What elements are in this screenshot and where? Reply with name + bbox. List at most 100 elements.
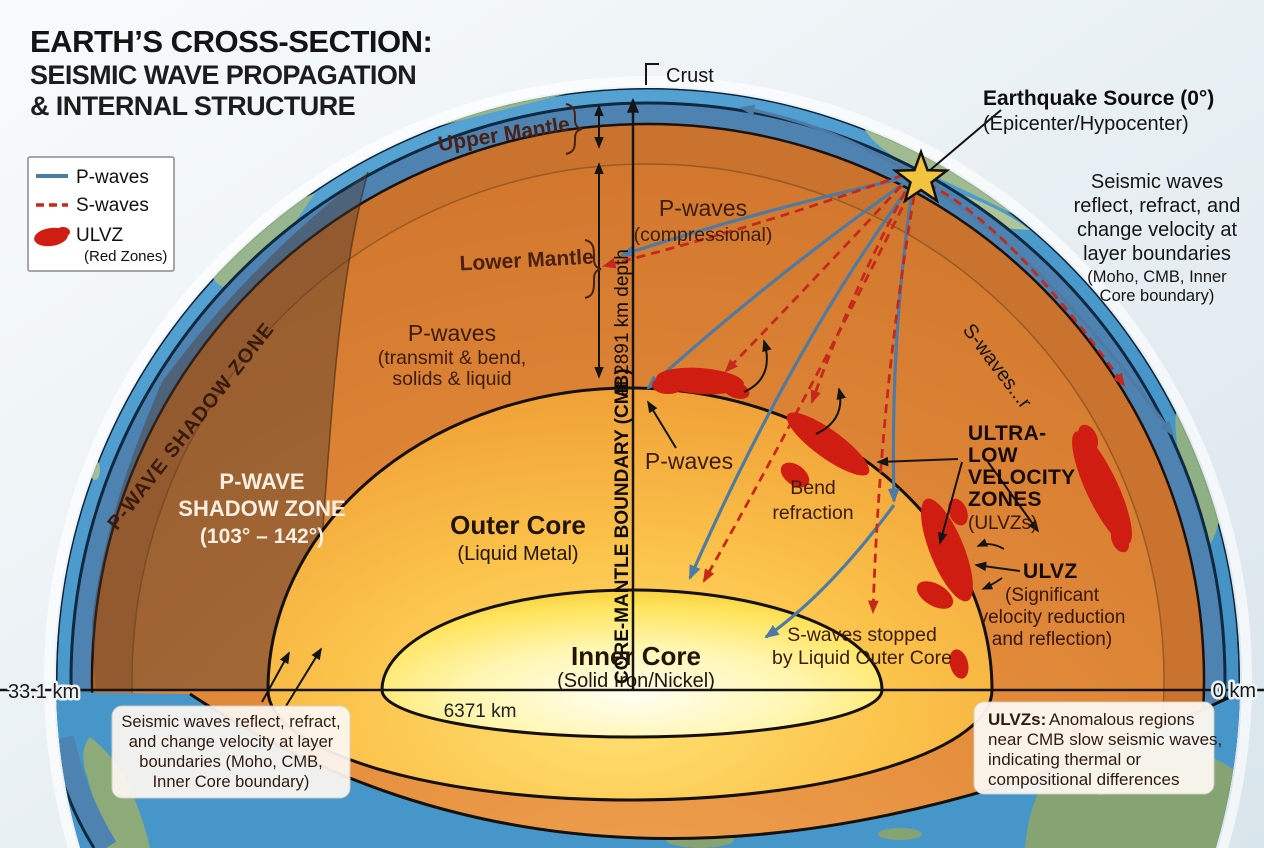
legend-frame	[27, 156, 175, 272]
left-note-line-2: and change velocity at layer	[129, 733, 334, 751]
outer-core-label: Outer Core	[450, 510, 586, 540]
depth-scale-left: 33.1 km	[8, 681, 79, 703]
ulvz-single-sub-3: and reflection)	[992, 629, 1112, 650]
title-line-2: SEISMIC WAVE PROPAGATION	[30, 60, 416, 90]
inner-core-sublabel: (Solid Iron/Nickel)	[557, 670, 715, 692]
ulvz-blob-1c	[722, 381, 750, 399]
s-wave-ray-stopped	[868, 195, 916, 615]
bend-refraction-label-2: refraction	[772, 502, 853, 524]
ulvz-note-line-2: near CMB slow seismic waves,	[988, 730, 1222, 749]
ulvz-small-arrow-1	[976, 538, 1005, 550]
ulvz-zones-label-1: ULTRA-	[968, 422, 1046, 445]
ulvz-zones-leader-2	[938, 461, 963, 545]
right-note-line-5: (Moho, CMB, Inner	[1087, 268, 1227, 286]
ulvz-zones-label-4: ZONES	[968, 488, 1042, 511]
ulvz-single-sub-2: velocity reduction	[979, 607, 1126, 628]
ulvz-zones-leader-3	[987, 461, 1040, 533]
bend-refraction-label-1: Bend	[790, 477, 836, 499]
crust-label: Crust	[666, 65, 714, 87]
earthquake-star-icon	[891, 148, 951, 204]
crust-leader	[645, 63, 659, 85]
p-wave-ray-to-cmb	[646, 182, 904, 390]
cmb-depth-label: at 2891 km depth	[612, 249, 633, 396]
crust-lower-left-edge	[56, 735, 96, 848]
ulvz-curl-arrow-1	[743, 339, 772, 393]
s-wave-ray-center	[702, 193, 911, 583]
left-note-box: Seismic waves reflect, refract, and chan…	[111, 705, 351, 799]
ulvz-blob-2b	[780, 462, 810, 488]
right-note-line-1: Seismic waves	[1091, 171, 1223, 193]
s-stopped-label-1: S-waves stopped	[787, 624, 937, 646]
left-note-line-4: Inner Core boundary)	[153, 773, 310, 791]
ulvz-note-line-4: compositional differences	[988, 770, 1180, 789]
left-note-leader-1	[261, 651, 290, 703]
p-transmit-label-3: solids & liquid	[392, 368, 511, 390]
outer-core-sublabel: (Liquid Metal)	[457, 543, 578, 565]
ulvz-note-prefix: ULVZs:	[988, 710, 1046, 729]
depth-scale-right: 0 km	[1213, 680, 1256, 702]
right-note-line-6: Core boundary)	[1100, 287, 1215, 305]
p-wave-ray-bend-top	[887, 191, 914, 504]
legend-ulvz-label: ULVZ	[76, 225, 124, 246]
ulvz-zones-label-5: (ULVZs)	[968, 513, 1037, 534]
ulvz-blob-3c	[948, 498, 968, 526]
inner-core-radius-label: 6371 km	[444, 701, 517, 722]
p-wave-ray-right	[929, 186, 1174, 436]
legend-s-waves-label: S-waves	[76, 195, 149, 216]
p-compressional-sublabel: (compressional)	[634, 224, 773, 246]
left-note-leader-2	[285, 647, 322, 707]
s-stopped-label-2: by Liquid Outer Core	[772, 647, 952, 669]
ulvz-single-sub-1: (Significant	[1005, 585, 1100, 606]
legend-box: P-waves S-waves ULVZ (Red Zones)	[27, 156, 175, 272]
ulvz-zones-label-3: VELOCITY	[968, 466, 1075, 489]
s-wave-ray-ulvz2	[810, 191, 907, 404]
ulvz-single-leader	[974, 561, 1021, 572]
right-note-line-3: change velocity at	[1077, 219, 1238, 241]
right-note-line-2: reflect, refract, and	[1074, 195, 1241, 217]
shadow-zone-label-1: P-WAVE	[219, 469, 304, 494]
title-line-1: EARTH’S CROSS-SECTION:	[30, 24, 432, 59]
upper-mantle-brace	[565, 103, 583, 155]
ulvz-curl-arrow-2	[815, 387, 846, 435]
legend-red-zones-label: (Red Zones)	[84, 248, 167, 265]
ulvz-blob-3b	[916, 581, 954, 609]
p-waves-pointer	[647, 400, 677, 449]
shadow-zone-label-3: (103° – 142°)	[200, 525, 324, 548]
p-compressional-label: P-waves	[659, 195, 747, 221]
ulvz-small-arrow-2	[981, 577, 1003, 590]
s-wave-ray-ulvz1	[724, 185, 903, 373]
p-wave-ray-outer-core	[688, 189, 909, 581]
ulvz-note-line-3: indicating thermal or	[988, 750, 1141, 769]
p-wave-ray-surface	[739, 104, 909, 174]
s-wave-ray-left	[602, 173, 904, 269]
ulvz-blob-2	[786, 412, 870, 476]
legend-ulvz-blob-icon	[34, 227, 70, 247]
legend-p-waves-label: P-waves	[76, 167, 149, 188]
lower-mantle-brace	[584, 239, 602, 299]
earthquake-leader-line	[928, 109, 1002, 172]
cmb-label-bold: CORE-MANTLE BOUNDARY (CMB)	[612, 368, 633, 684]
title-line-3: & INTERNAL STRUCTURE	[30, 91, 355, 121]
ulvz-blob-5	[949, 649, 969, 679]
left-note-frame	[111, 705, 351, 799]
ulvz-zones-label-2: LOW	[968, 444, 1018, 467]
earthquake-source-label: Earthquake Source (0°)	[983, 87, 1214, 110]
ulvz-blob-4c	[1110, 527, 1130, 553]
left-note-line-3: boundaries (Moho, CMB,	[139, 753, 322, 771]
ulvz-note-box: ULVZs: Anomalous regions near CMB slow s…	[973, 701, 1222, 795]
annotation-lines	[261, 63, 1040, 707]
left-note-line-1: Seismic waves reflect, refract,	[121, 713, 340, 731]
ulvz-zones-leader-1	[876, 456, 959, 467]
earthquake-source-sublabel: (Epicenter/Hypocenter)	[983, 113, 1189, 135]
ulvz-blob-3	[921, 498, 973, 602]
globe-halo	[44, 76, 1252, 848]
ulvz-blob-4b	[1077, 424, 1099, 452]
shadow-zone-label-2: SHADOW ZONE	[178, 496, 345, 521]
ulvz-blob-4	[1072, 431, 1132, 545]
ulvz-note-line-1: Anomalous regions	[1049, 710, 1195, 729]
ulvz-single-label: ULVZ	[1023, 560, 1077, 583]
p-wave-rays	[619, 104, 1174, 639]
ulvz-blobs	[652, 367, 1132, 740]
